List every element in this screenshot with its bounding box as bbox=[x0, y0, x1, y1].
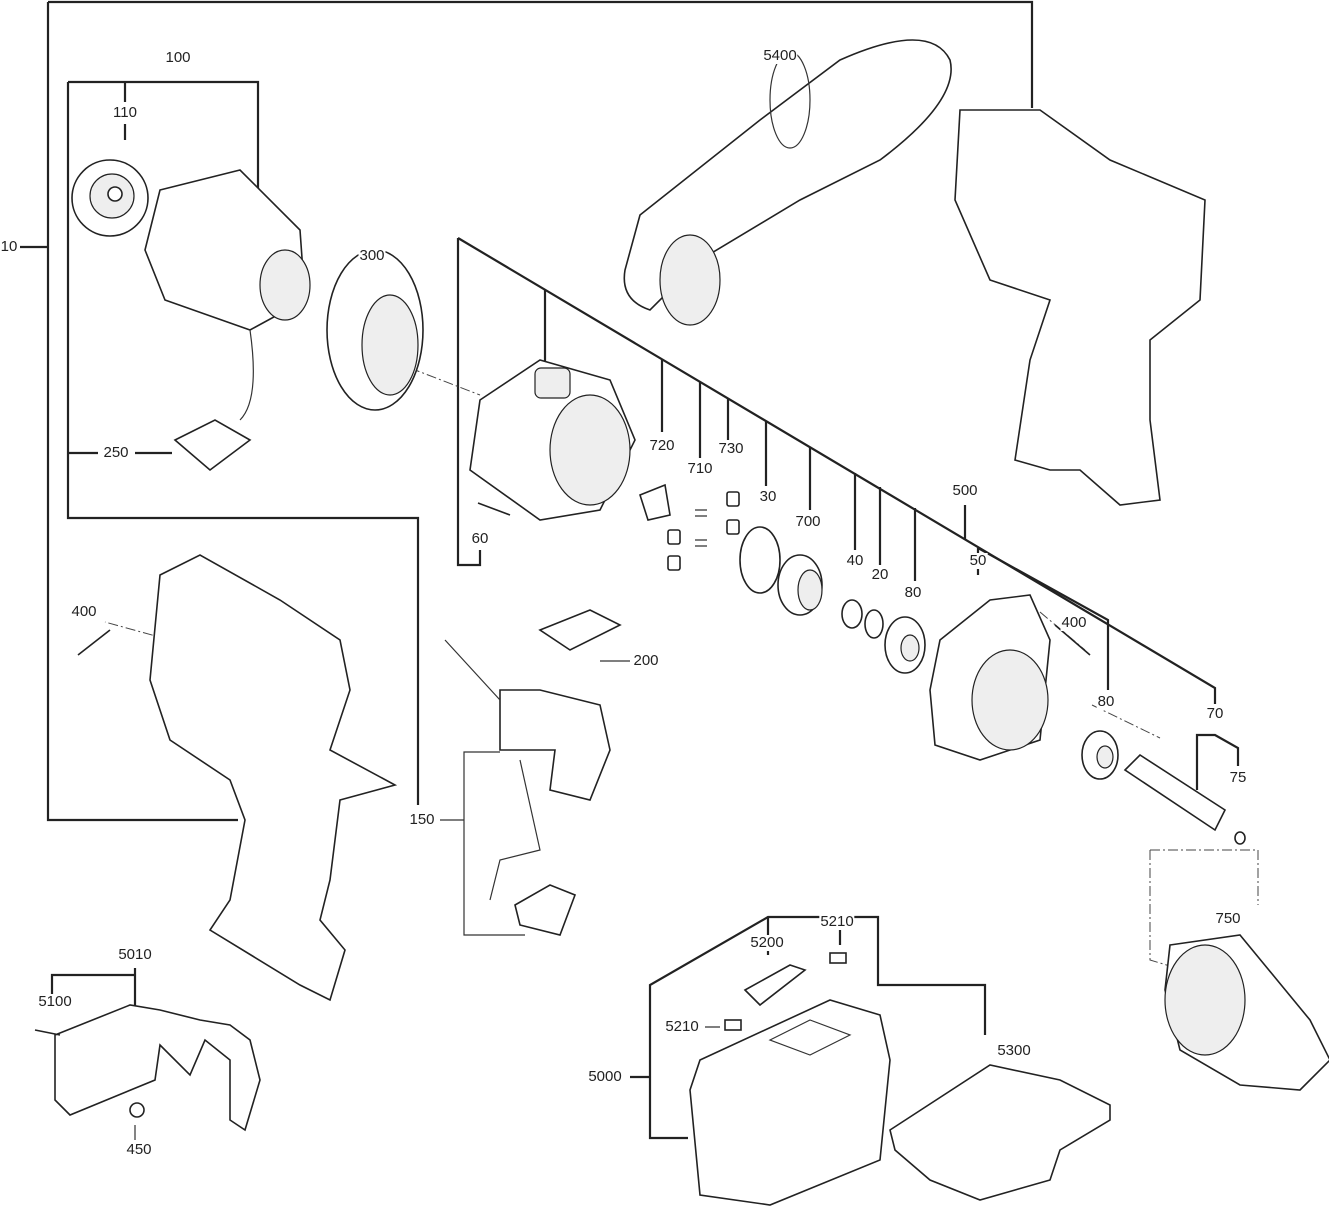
clip-5010 bbox=[34, 1004, 261, 1132]
label-75: 75 bbox=[1228, 769, 1248, 786]
label-60: 60 bbox=[470, 530, 490, 547]
case-5000 bbox=[689, 952, 891, 1206]
label-730: 730 bbox=[717, 440, 745, 457]
gear-110 bbox=[71, 159, 149, 237]
bearing-80 bbox=[1081, 730, 1119, 780]
label-250: 250 bbox=[102, 444, 130, 461]
parts bbox=[34, 39, 1329, 1206]
label-5400: 5400 bbox=[762, 47, 798, 64]
label-5300: 5300 bbox=[996, 1042, 1032, 1059]
label-20: 20 bbox=[870, 566, 890, 583]
label-700: 700 bbox=[794, 513, 822, 530]
label-400-left: 400 bbox=[70, 603, 98, 620]
label-300: 300 bbox=[358, 247, 386, 264]
spindle-70 bbox=[1123, 753, 1246, 845]
label-5210-left: 5210 bbox=[664, 1018, 700, 1035]
switch-150 bbox=[444, 609, 622, 936]
label-10: 10 bbox=[0, 238, 19, 255]
label-5000: 5000 bbox=[587, 1068, 623, 1085]
label-750: 750 bbox=[1214, 910, 1242, 927]
ring-300 bbox=[326, 249, 424, 411]
gearbox bbox=[469, 359, 636, 521]
housing-right bbox=[954, 109, 1206, 506]
label-710: 710 bbox=[686, 460, 714, 477]
label-70: 70 bbox=[1205, 705, 1225, 722]
label-50: 50 bbox=[968, 552, 988, 569]
connector-250 bbox=[173, 419, 252, 472]
label-500: 500 bbox=[951, 482, 979, 499]
label-80-a: 80 bbox=[903, 584, 923, 601]
screw-400-left bbox=[77, 629, 111, 656]
label-400-right: 400 bbox=[1060, 614, 1088, 631]
label-5010: 5010 bbox=[117, 946, 153, 963]
label-5100: 5100 bbox=[37, 993, 73, 1010]
insert-5300 bbox=[889, 1064, 1111, 1201]
label-5210-top: 5210 bbox=[819, 913, 855, 930]
label-30: 30 bbox=[758, 488, 778, 505]
front-housing-50 bbox=[929, 594, 1051, 761]
label-200: 200 bbox=[632, 652, 660, 669]
motor-100 bbox=[144, 169, 311, 421]
label-40: 40 bbox=[845, 552, 865, 569]
label-450: 450 bbox=[125, 1141, 153, 1158]
label-100: 100 bbox=[164, 49, 192, 66]
label-110: 110 bbox=[112, 104, 138, 121]
label-150: 150 bbox=[408, 811, 436, 828]
handle-5400 bbox=[623, 39, 952, 326]
label-80-b: 80 bbox=[1096, 693, 1116, 710]
label-5200: 5200 bbox=[749, 934, 785, 951]
label-720: 720 bbox=[648, 437, 676, 454]
chuck-750 bbox=[1164, 934, 1329, 1091]
small-parts bbox=[639, 483, 926, 674]
housing-left bbox=[149, 554, 398, 1002]
screw-60 bbox=[477, 502, 511, 516]
